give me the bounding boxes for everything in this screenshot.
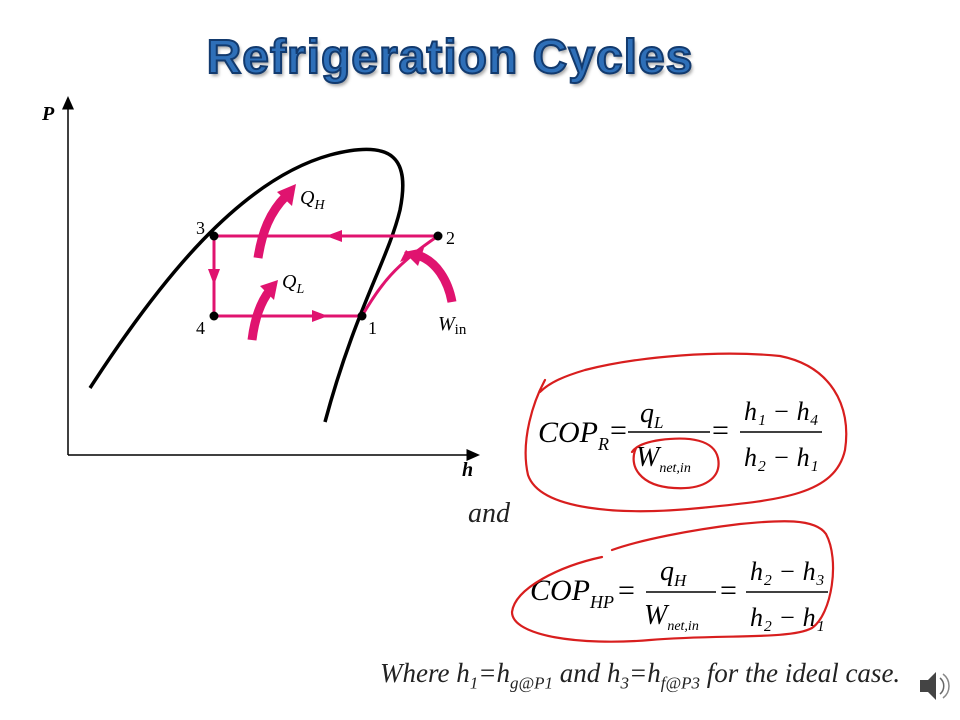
- cop-hp-den1-sub: net,in: [667, 619, 699, 634]
- cop-hp-lhs-sub: HP: [589, 592, 614, 612]
- speaker-icon[interactable]: [920, 672, 950, 700]
- where-mid: and h: [552, 658, 621, 688]
- cop-r-den1-sub: net,in: [659, 461, 691, 476]
- where-sub-3: 3: [620, 673, 629, 693]
- where-eq-2: =h: [628, 658, 661, 688]
- cop-hp-equals-2: =: [720, 574, 737, 607]
- ql-label-sub: L: [295, 282, 304, 297]
- state-point-2: [433, 231, 443, 241]
- arrowhead-1-2: [400, 250, 414, 262]
- qh-label: QH: [300, 187, 325, 213]
- qh-arrowhead-icon: [277, 184, 296, 206]
- annotation-loop-cop-r: [524, 352, 848, 513]
- and-text: and: [468, 498, 510, 529]
- arrowhead-2-3: [326, 230, 342, 242]
- cop-r-lhs: COPR: [538, 416, 609, 454]
- cop-r-den1-main: W: [636, 442, 662, 473]
- label-point-2: 2: [446, 228, 455, 248]
- cycle-lines: [212, 234, 439, 318]
- cop-r-num1: qL: [640, 398, 663, 432]
- slide-title: Refrigeration Cycles: [206, 30, 694, 85]
- annotation-circle-wnet: [630, 437, 720, 490]
- where-sub-1: 1: [469, 673, 479, 693]
- cop-r-num1-main: q: [640, 398, 654, 429]
- label-point-3: 3: [196, 218, 205, 238]
- ql-label-main: Q: [282, 271, 297, 293]
- win-label-main: W: [438, 313, 457, 335]
- win-label: Win: [438, 313, 467, 338]
- where-eq-1: =h: [478, 658, 510, 688]
- state-point-4: [209, 311, 219, 321]
- cop-r-lhs-main: COP: [538, 416, 598, 449]
- where-suffix: for the ideal case.: [699, 658, 901, 688]
- where-sub-4: f@P3: [660, 673, 700, 693]
- cop-hp-equation: COPHP = qH Wnet,in = h₂ − h₃ h₂ − h₁: [530, 556, 828, 634]
- cop-r-num1-sub: L: [653, 413, 663, 432]
- win-arrowhead-icon: [404, 248, 424, 266]
- win-label-sub: in: [455, 322, 467, 338]
- where-note: Where h1=hg@P1 and h3=hf@P3 for the idea…: [380, 658, 900, 693]
- cop-hp-num2: h₂ − h₃: [750, 557, 825, 586]
- label-point-1: 1: [368, 318, 377, 338]
- cop-r-num2: h₁ − h₄: [744, 397, 819, 426]
- arrowhead-3-4: [208, 269, 220, 285]
- ql-arrowhead-icon: [260, 280, 278, 300]
- annotation-loop-cop-hp: [510, 520, 835, 643]
- cop-r-equals-2: =: [712, 414, 729, 447]
- cop-hp-lhs-main: COP: [530, 574, 590, 607]
- cop-hp-equals-1: =: [618, 574, 635, 607]
- arrowhead-4-1: [312, 310, 328, 322]
- cop-hp-num1: qH: [660, 556, 688, 590]
- x-axis-label: h: [462, 459, 473, 481]
- cycle-line-1-2: [360, 234, 439, 317]
- label-point-4: 4: [196, 318, 205, 338]
- qh-label-sub: H: [313, 198, 325, 213]
- red-annotations: [510, 352, 848, 643]
- cop-hp-den1: Wnet,in: [644, 600, 699, 634]
- win-arrow: [418, 251, 457, 303]
- state-point-3: [209, 231, 219, 241]
- qh-label-main: Q: [300, 187, 315, 209]
- cop-hp-num1-sub: H: [673, 571, 688, 590]
- state-point-1: [357, 311, 367, 321]
- cop-hp-num1-main: q: [660, 556, 674, 587]
- ql-label: QL: [282, 271, 304, 297]
- y-axis-label: P: [41, 103, 55, 125]
- where-sub-2: g@P1: [509, 673, 553, 693]
- cop-r-den2: h₂ − h₁: [744, 443, 819, 472]
- cop-r-equals-1: =: [610, 414, 627, 447]
- cop-r-lhs-sub: R: [597, 434, 609, 454]
- cop-hp-den1-main: W: [644, 600, 670, 631]
- saturation-dome: [88, 147, 405, 423]
- qh-arrow: [253, 192, 290, 259]
- where-prefix: Where h: [380, 658, 470, 688]
- cop-r-den1: Wnet,in: [636, 442, 691, 476]
- cop-r-equation: COPR = qL Wnet,in = h₁ − h₄ h₂ − h₁: [538, 397, 822, 476]
